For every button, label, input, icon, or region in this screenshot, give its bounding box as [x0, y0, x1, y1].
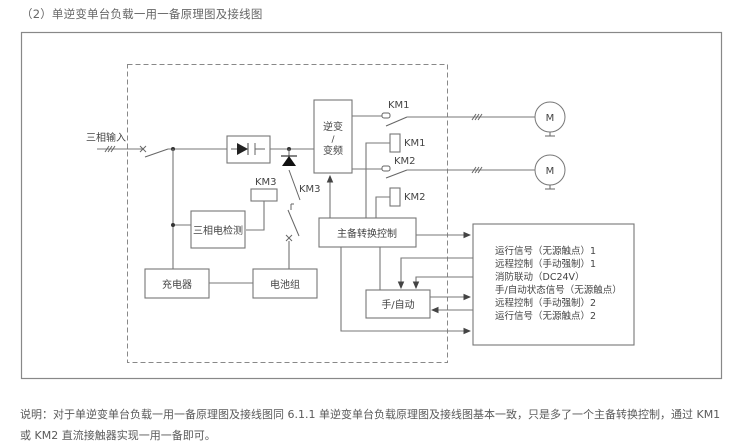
- inverter-label-1: 逆变: [323, 120, 343, 133]
- manual-auto-label: 手/自动: [381, 298, 414, 311]
- rectifier-diode-icon: [231, 143, 265, 155]
- inverter-label-2: /: [331, 135, 335, 145]
- km3-coil: [250, 188, 278, 202]
- main-standby-switch-label: 主备转换控制: [337, 227, 397, 240]
- signal-terminal-box: [472, 223, 635, 346]
- three-phase-detect-label: 三相电检测: [193, 224, 243, 237]
- km3-contact-icon: [285, 169, 301, 270]
- signal-item: 运行信号（无源触点）2: [495, 310, 596, 322]
- input-label: 三相输入: [86, 131, 126, 144]
- charger-label: 充电器: [162, 278, 192, 291]
- km3-coil-wire: [246, 201, 265, 231]
- km2-contact-terminal-icon: [381, 165, 391, 172]
- km2-coil-wire: [375, 196, 390, 218]
- km2-contact-label: KM2: [394, 156, 416, 167]
- outer-frame: [20, 31, 723, 380]
- km1-contact-label: KM1: [388, 100, 410, 111]
- junction-dot: [171, 223, 175, 227]
- three-phase-mark-icon: [104, 145, 116, 153]
- manual-auto-block: [365, 289, 431, 319]
- battery-label: 电池组: [270, 278, 300, 291]
- motor-1-label: M: [546, 113, 555, 124]
- section-heading: （2）单逆变单台负载一用一备原理图及接线图: [21, 7, 263, 21]
- battery-block: [252, 268, 318, 299]
- signal-list: 运行信号（无源触点）1 远程控制（手动强制）1 消防联动（DC24V） 手/自动…: [495, 245, 622, 322]
- inverter-block: [313, 99, 353, 174]
- inverter-label-3: 变频: [323, 144, 343, 157]
- three-phase-detect-block: [190, 210, 246, 249]
- caption-text: 说明：对于单逆变单台负载一用一备原理图及接线图同 6.1.1 单逆变单台负载原理…: [20, 408, 721, 442]
- three-phase-mark-icon: [471, 113, 483, 121]
- signal-item: 消防联动（DC24V）: [495, 271, 585, 283]
- motor-2-label: M: [546, 166, 555, 177]
- remote1-to-manual-arrow: [397, 257, 473, 290]
- input-breaker-icon: [139, 145, 169, 158]
- km3-contact-label: KM3: [299, 184, 321, 195]
- km1-contact-icon: [385, 116, 408, 127]
- fire-to-manual-arrow: [412, 276, 473, 290]
- charger-block: [144, 268, 210, 299]
- main-standby-switch-block: [318, 217, 417, 248]
- km1-coil-label: KM1: [404, 138, 426, 149]
- ground-icon: [545, 132, 555, 137]
- km1-coil: [389, 133, 401, 153]
- ground-icon: [545, 185, 555, 190]
- km2-contact-icon: [385, 169, 408, 179]
- km2-coil-label: KM2: [404, 192, 426, 203]
- km2-coil: [389, 187, 401, 207]
- km1-coil-wire: [365, 142, 390, 218]
- signal-item: 运行信号（无源触点）1: [495, 245, 596, 257]
- cabinet-boundary: [127, 64, 448, 363]
- three-phase-mark-icon: [471, 166, 483, 174]
- battery-diode-icon: [281, 149, 297, 166]
- km3-coil-label: KM3: [255, 177, 277, 188]
- signal-item: 远程控制（手动强制）1: [495, 258, 596, 270]
- signal-item: 手/自动状态信号（无源触点）: [495, 284, 622, 296]
- switch-to-signal2-arrow: [340, 247, 472, 335]
- signal-item: 远程控制（手动强制）2: [495, 297, 596, 309]
- km1-contact-terminal-icon: [381, 112, 391, 119]
